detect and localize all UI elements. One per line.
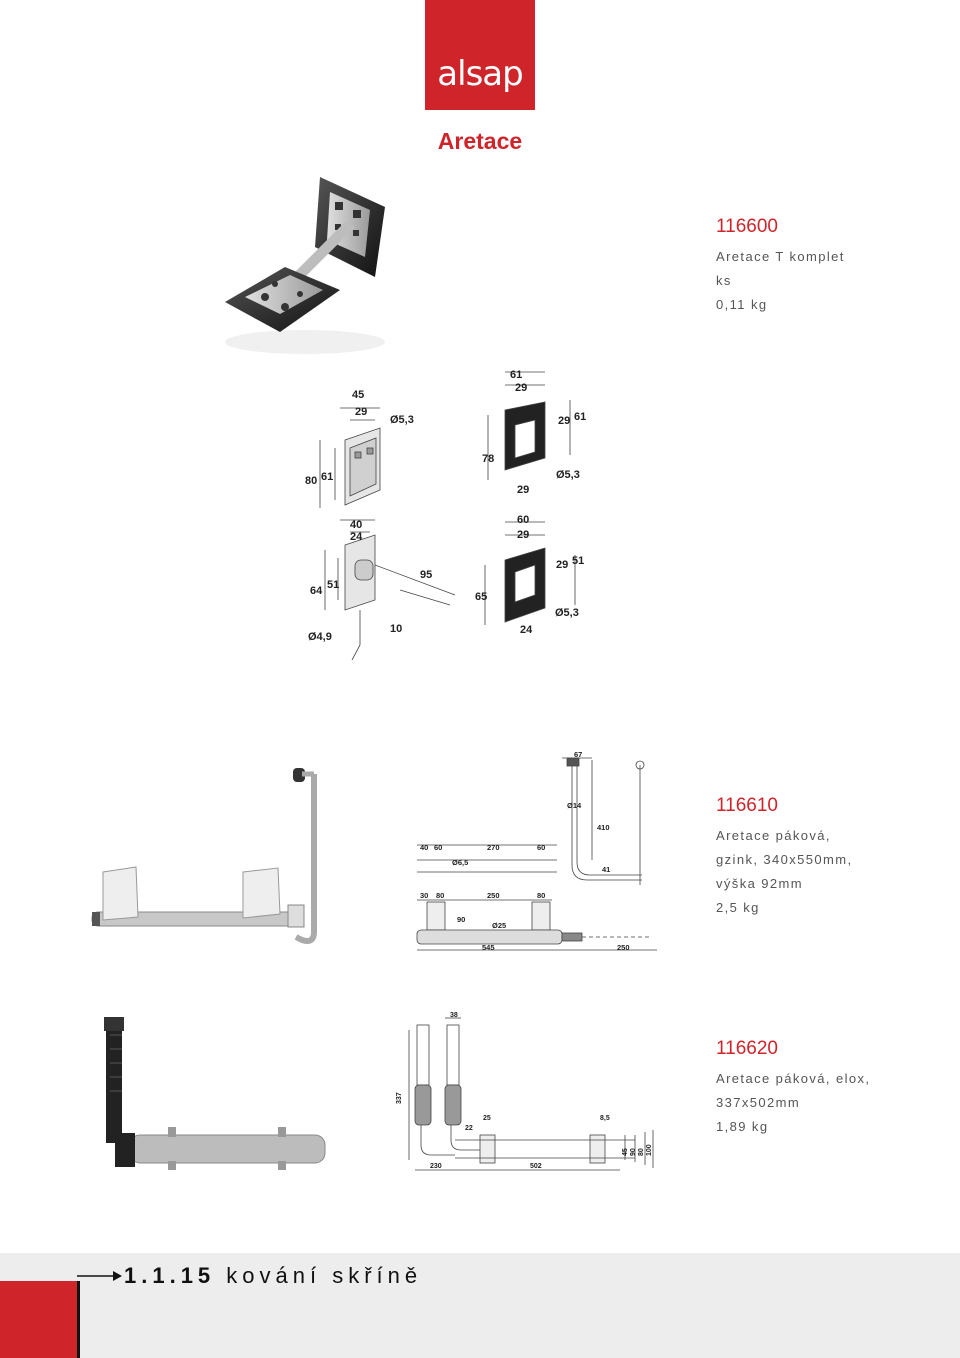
dim-label: Ø5,3: [390, 414, 414, 426]
dim-label: Ø25: [492, 921, 506, 930]
dim-label: 29: [515, 382, 527, 394]
product-code: 116620: [716, 1038, 778, 1059]
dim-label: 410: [597, 823, 610, 832]
dim-label: 40: [350, 519, 362, 531]
dim-label: 337: [396, 1092, 403, 1104]
dim-label: 80: [537, 891, 545, 900]
technical-drawing-116600: 45 29 Ø5,3 80 61 61 29 29 61 78 29 Ø5,3 …: [305, 369, 586, 660]
dim-label: 29: [556, 559, 568, 571]
dim-label: 270: [487, 843, 500, 852]
dim-label: 29: [558, 415, 570, 427]
product-weight: 2,5 kg: [716, 900, 760, 915]
footer-band: [0, 1253, 960, 1358]
footer-divider: [77, 1281, 80, 1358]
dim-label: 61: [510, 369, 522, 381]
footer-section-title: 1.1.15 kování skříně: [124, 1263, 422, 1289]
dim-label: 95: [420, 569, 432, 581]
brand-logo-text: alsap: [437, 54, 523, 94]
product-description: Aretace páková,: [716, 828, 831, 843]
arrow-right-icon: [77, 1271, 122, 1281]
dim-label: Ø5,3: [556, 469, 580, 481]
dim-label: 250: [487, 891, 500, 900]
dim-label: 60: [537, 843, 545, 852]
product-info-116600: 116600 Aretace T komplet ks 0,11 kg: [716, 216, 845, 317]
dim-label: 61: [321, 471, 333, 483]
dim-label: 545: [482, 943, 495, 952]
dim-label: 90: [457, 915, 465, 924]
technical-drawing-116610: 67 Ø14 410 41 40 60 270 60 Ø6,5 30 80 25…: [416, 750, 657, 952]
dim-label: 80: [436, 891, 444, 900]
brand-logo: alsap: [425, 0, 535, 110]
section-name: kování skříně: [226, 1263, 423, 1288]
product-weight: 1,89 kg: [716, 1119, 769, 1134]
dim-label: 60: [434, 843, 442, 852]
product-photo-116610: [91, 768, 317, 944]
dim-label: 51: [327, 579, 339, 591]
dim-label: 60: [517, 514, 529, 526]
dim-label: 30: [420, 891, 428, 900]
dim-label: 8,5: [600, 1115, 610, 1122]
dim-label: Ø14: [567, 801, 582, 810]
footer-red-block: [0, 1281, 77, 1358]
dim-label: 64: [310, 585, 323, 597]
dim-label: 230: [430, 1163, 442, 1170]
dim-label: 61: [574, 411, 586, 423]
dim-label: 45: [352, 389, 364, 401]
product-photo-116620: [104, 1017, 326, 1170]
dim-label: 51: [572, 555, 584, 567]
dim-label: 29: [355, 406, 367, 418]
dim-label: 78: [482, 453, 494, 465]
dim-label: 80: [305, 475, 317, 487]
product-photo-116600: [225, 177, 385, 354]
dim-label: 24: [520, 624, 533, 636]
dim-label: 10: [390, 623, 402, 635]
dim-label: 67: [574, 750, 582, 759]
dim-label: 38: [450, 1012, 458, 1019]
product-description: Aretace páková, elox,: [716, 1071, 871, 1086]
dim-label: Ø4,9: [308, 631, 332, 643]
product-code: 116600: [716, 216, 778, 237]
dim-label: 22: [465, 1125, 473, 1132]
page-title: Aretace: [437, 128, 523, 154]
product-description: 337x502mm: [716, 1095, 801, 1110]
dim-label: 90: [630, 1148, 637, 1156]
dim-label: 25: [483, 1115, 491, 1122]
dim-label: 29: [517, 529, 529, 541]
product-unit: ks: [716, 273, 732, 288]
dim-label: 65: [475, 591, 487, 603]
dim-label: 502: [530, 1163, 542, 1170]
dim-label: 80: [638, 1148, 645, 1156]
product-description: Aretace T komplet: [716, 249, 845, 264]
dim-label: Ø5,3: [555, 607, 579, 619]
dim-label: 250: [617, 943, 630, 952]
product-description: gzink, 340x550mm,: [716, 852, 853, 867]
dim-label: 40: [420, 843, 428, 852]
product-info-116610: 116610 Aretace páková, gzink, 340x550mm,…: [716, 795, 853, 920]
dim-label: 45: [622, 1148, 629, 1156]
dim-label: 100: [646, 1144, 653, 1156]
dim-label: 41: [602, 865, 610, 874]
dim-label: 29: [517, 484, 529, 496]
product-code: 116610: [716, 795, 778, 816]
technical-drawing-116620: 38 337 25 22 8,5 230 502 45 90 80 100: [396, 1012, 654, 1171]
dim-label: 24: [350, 531, 363, 543]
product-info-116620: 116620 Aretace páková, elox, 337x502mm 1…: [716, 1038, 870, 1139]
dim-label: Ø6,5: [452, 858, 468, 867]
section-number: 1.1.15: [124, 1263, 216, 1288]
product-weight: 0,11 kg: [716, 297, 768, 312]
product-description: výška 92mm: [716, 876, 803, 891]
